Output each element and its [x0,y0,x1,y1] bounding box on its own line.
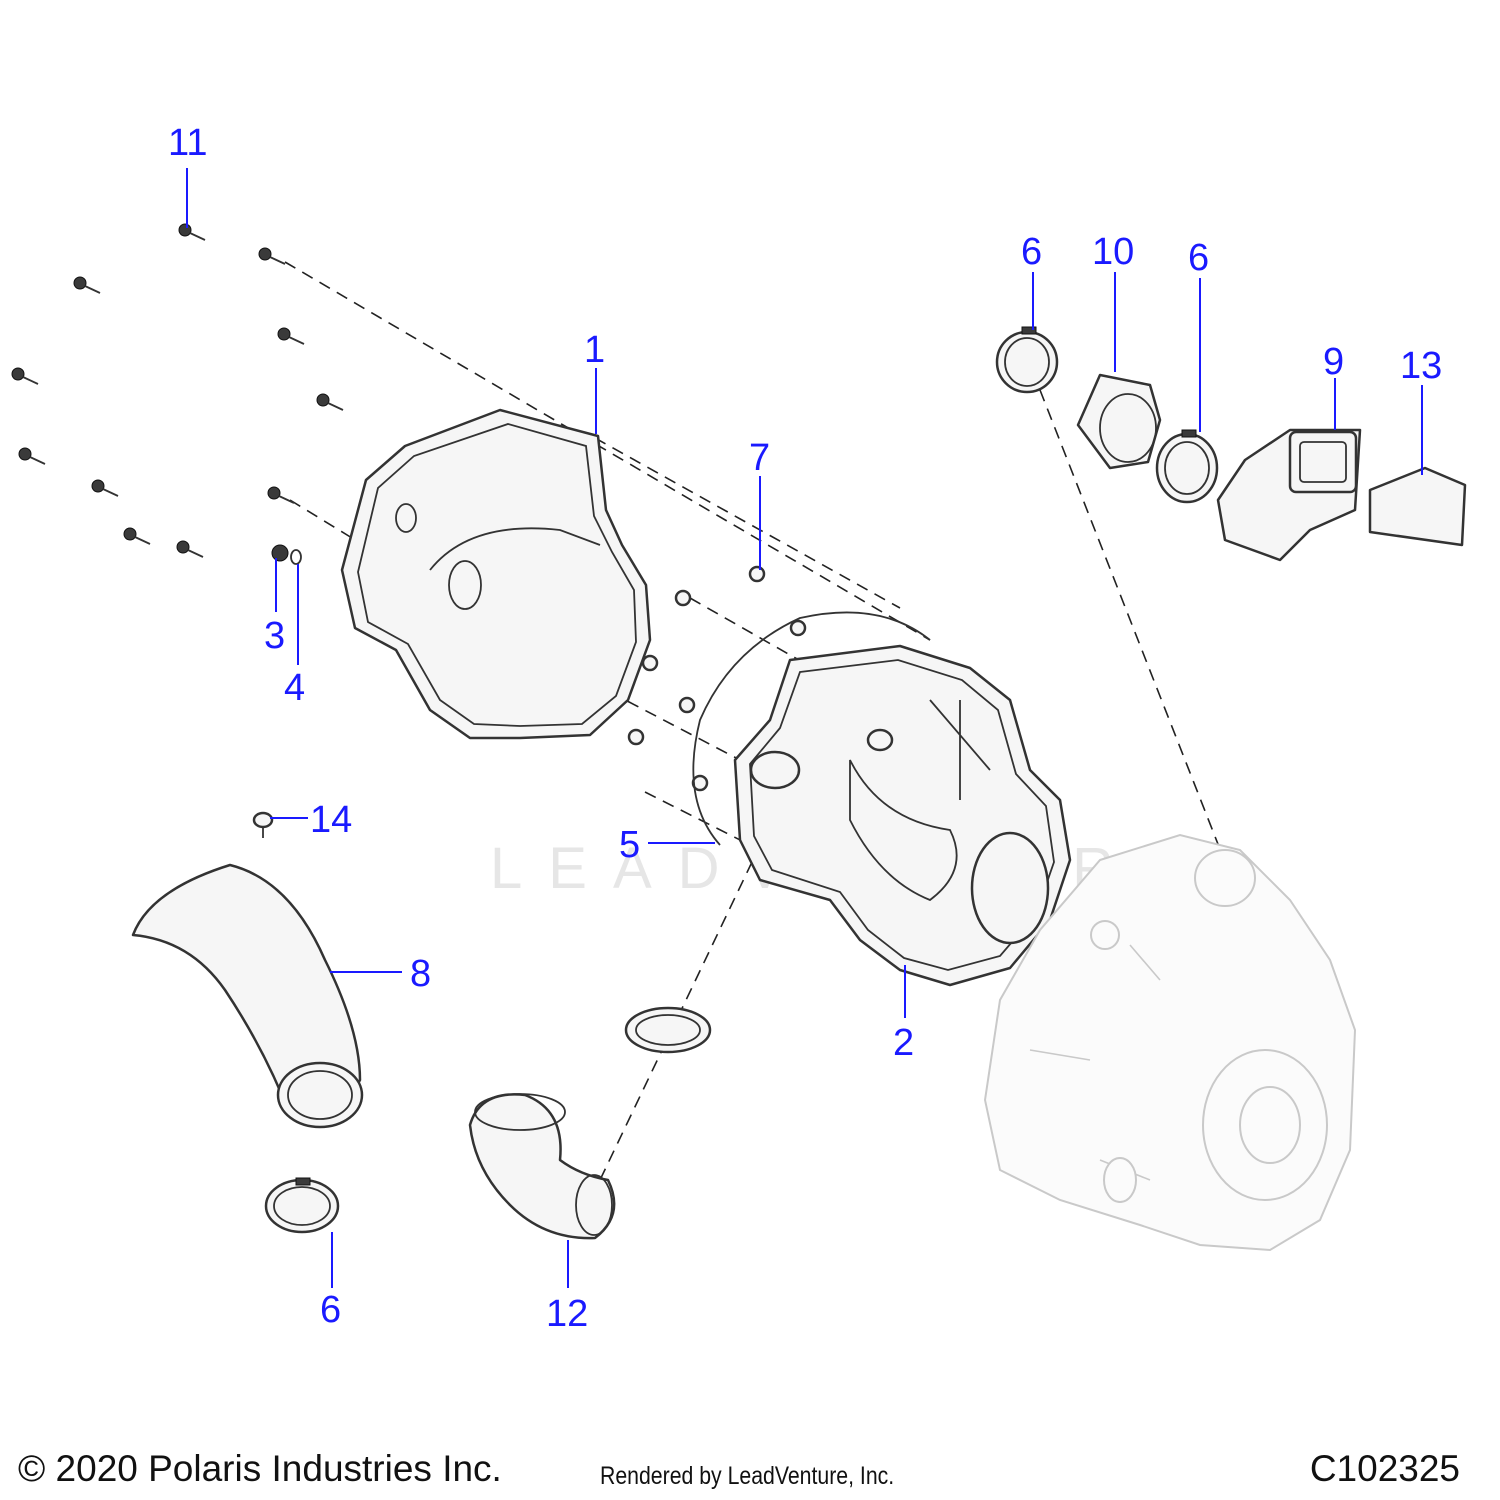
copyright-text: © 2020 Polaris Industries Inc. [18,1448,502,1489]
screw [18,447,46,465]
callout-13: 13 [1400,345,1442,387]
callout-6-top-left: 6 [1021,231,1042,273]
callout-7: 7 [749,437,770,479]
intake-duct-8 [131,863,364,1129]
nut-3 [271,544,289,562]
clamp-sleeve [624,1006,712,1054]
clamp-6-top-right [1155,429,1219,504]
rendered-by-text: Rendered by LeadVenture, Inc. [600,1462,895,1490]
callout-8: 8 [410,953,431,995]
callout-6-top-right: 6 [1188,237,1209,279]
callout-4: 4 [284,667,305,709]
assembly-lines [284,261,1226,1181]
callout-2: 2 [893,1022,914,1064]
callout-11: 11 [168,122,207,164]
seal-5 [692,611,931,846]
screw [316,393,344,411]
transmission [983,833,1357,1252]
screw [277,327,305,345]
callout-3: 3 [264,615,285,657]
screw [178,223,206,241]
screw-group-11 [11,223,344,558]
callout-labels: 11 1 7 3 4 6 10 6 9 13 14 5 8 2 6 12 [168,122,1442,1335]
screw [73,276,101,294]
screw [267,486,295,504]
screw [11,367,39,385]
washer-4 [290,549,302,565]
push-rivet-14 [252,811,274,838]
screw [176,540,204,558]
outer-clutch-cover-1 [340,408,652,740]
callout-5: 5 [619,824,640,866]
drawing-id: C102325 [1309,1448,1460,1489]
leader-lines [186,168,1423,1288]
screw [91,479,119,497]
callout-10: 10 [1092,231,1134,273]
callout-12: 12 [546,1293,588,1335]
inner-clutch-housing-2 [733,644,1072,987]
duct-adapter-10 [1076,373,1162,470]
elbow-duct-9 [1216,428,1362,562]
elbow-duct-12 [468,1093,616,1240]
callout-9: 9 [1323,341,1344,383]
screw [258,247,286,265]
clamp-6-top-left [995,326,1059,394]
callout-6-bottom: 6 [320,1289,341,1331]
screw [123,527,151,545]
callout-1: 1 [584,329,605,371]
clamp-6-bottom [264,1177,340,1234]
callout-14: 14 [310,799,352,841]
cover-13 [1368,466,1467,547]
